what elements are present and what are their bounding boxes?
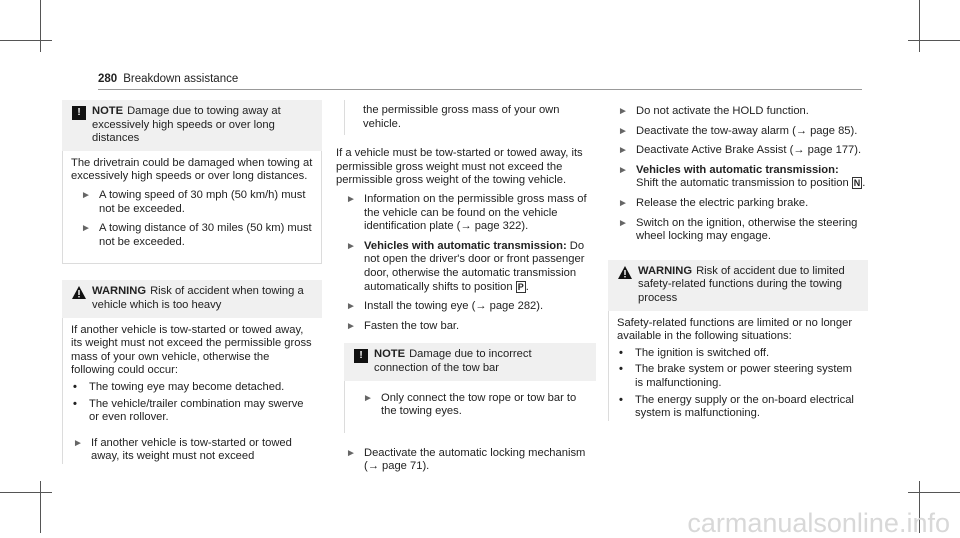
instruction-step: ►If another vehicle is tow-started or to… — [73, 436, 292, 463]
warning-triangle-icon — [72, 286, 86, 300]
instruction-step: ► A towing distance of 30 miles (50 km) m… — [71, 222, 313, 249]
crop-mark — [919, 481, 920, 533]
arrow-icon: ► — [73, 437, 83, 449]
note-keyword: NOTE — [92, 105, 124, 117]
arrow-icon: ► — [346, 240, 356, 252]
warning-text: Safety-related functions are limited or … — [617, 316, 853, 343]
header-rule — [98, 89, 862, 90]
warning-body: If another vehicle is tow-started or tow… — [62, 317, 322, 464]
instruction-step: ►Deactivate the tow-away alarm (→ page 8… — [618, 124, 858, 137]
instruction-step: ►Information on the permissible gross ma… — [346, 192, 587, 233]
page-number: 280 — [98, 73, 118, 85]
arrow-icon: ► — [346, 447, 356, 459]
arrow-icon: ► — [363, 392, 373, 404]
note-body: The drivetrain could be damaged when tow… — [62, 150, 322, 265]
instruction-step: ► A towing speed of 30 mph (50 km/h) must… — [71, 189, 313, 216]
arrow-icon: ► — [618, 145, 628, 157]
warning-title: Risk of accident when towing a vehicle w… — [92, 285, 304, 311]
crop-mark — [0, 492, 52, 493]
list-item: •The vehicle/trailer combination may swe… — [73, 397, 304, 424]
instruction-step: ►Vehicles with automatic transmission: D… — [346, 239, 585, 293]
column-3: ►Do not activate the HOLD function. ►Dea… — [608, 100, 868, 424]
arrow-icon: ► — [81, 223, 91, 235]
arrow-icon: ► — [618, 164, 628, 176]
warning-keyword: WARNING — [638, 264, 693, 277]
section-title: Breakdown assistance — [123, 73, 239, 85]
warning-text: If another vehicle is tow-started or tow… — [71, 323, 312, 377]
warning-keyword: WARNING — [92, 285, 147, 298]
crop-mark — [908, 492, 960, 493]
arrow-icon: ► — [346, 301, 356, 313]
gear-n-icon: N — [851, 177, 863, 190]
exclamation-icon: ! — [354, 349, 368, 364]
instruction-step: ►Deactivate the automatic locking mechan… — [346, 446, 586, 473]
watermark: carmanualsonline.info — [687, 508, 950, 538]
note-text: The drivetrain could be damaged when tow… — [71, 156, 313, 183]
instruction-step: ►Release the electric parking brake. — [618, 196, 809, 209]
note-body: ►Only connect the tow rope or tow bar to… — [344, 380, 596, 433]
crop-mark — [40, 481, 41, 533]
crop-mark — [908, 40, 960, 41]
arrow-icon: ► — [618, 197, 628, 209]
warning-title: Risk of accident due to limited safety-r… — [638, 264, 845, 304]
crop-mark — [919, 0, 920, 52]
instruction-step: ►Vehicles with automatic transmission:Sh… — [618, 163, 866, 190]
instruction-step: ►Do not activate the HOLD function. — [618, 105, 809, 117]
crop-mark — [40, 0, 41, 52]
note-title: Damage due to towing away at excessively… — [92, 105, 281, 145]
arrow-icon: ► — [346, 320, 356, 332]
arrow-icon: ► — [618, 125, 628, 137]
list-item: •The energy supply or the on-board elect… — [619, 393, 854, 420]
step-text: A towing speed of 30 mph (50 km/h) must … — [99, 188, 306, 215]
arrow-icon: ► — [81, 189, 91, 201]
page-header: 280 Breakdown assistance — [98, 73, 238, 87]
list-item: •The brake system or power steering syst… — [619, 363, 852, 389]
continued-box: the permissible gross mass of your own v… — [344, 100, 596, 136]
note-keyword: NOTE — [374, 348, 406, 361]
step-text: A towing distance of 30 miles (50 km) mu… — [99, 222, 312, 248]
instruction-step: ►Install the towing eye (→ page 282). — [346, 300, 544, 313]
instruction-step: ►Only connect the tow rope or tow bar to… — [363, 391, 577, 418]
crop-mark — [0, 40, 52, 41]
list-item: •The towing eye may become detached. — [73, 380, 285, 393]
column-2: the permissible gross mass of your own v… — [336, 100, 596, 480]
continued-text: the permissible gross mass of your own v… — [363, 104, 560, 130]
arrow-icon: ► — [618, 217, 628, 229]
arrow-icon: ► — [346, 193, 356, 205]
gear-p-icon: P — [515, 280, 526, 293]
instruction-step: ►Switch on the ignition, otherwise the s… — [618, 216, 858, 243]
warning-triangle-icon — [618, 265, 632, 279]
instruction-step: ►Deactivate Active Brake Assist (→ page … — [618, 144, 862, 157]
warning-body: Safety-related functions are limited or … — [608, 310, 868, 421]
paragraph: If a vehicle must be tow-started or towe… — [336, 147, 583, 187]
instruction-step: ►Fasten the tow bar. — [346, 319, 460, 332]
note-title: Damage due to incorrect connection of th… — [374, 348, 532, 374]
list-item: •The ignition is switched off. — [619, 346, 770, 359]
exclamation-icon: ! — [72, 106, 86, 120]
arrow-icon: ► — [618, 106, 628, 117]
